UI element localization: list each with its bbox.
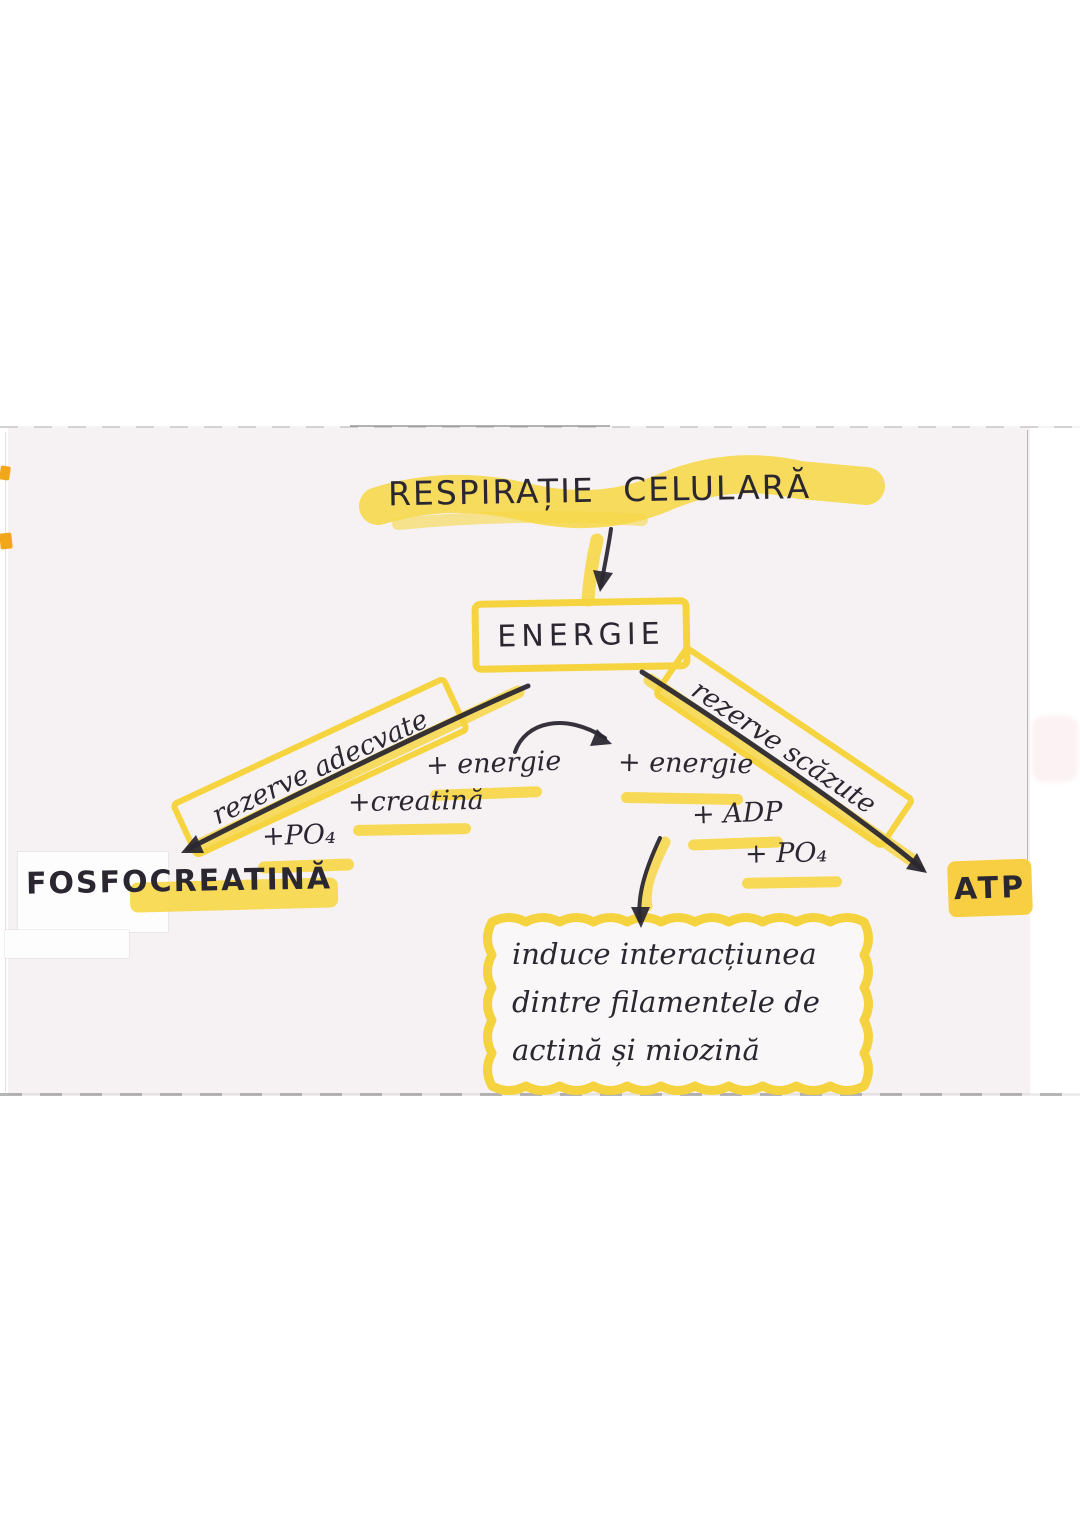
fosfocreatina-label: FOSFOCREATINĂ <box>25 861 333 902</box>
note-bubble-line: induce interacțiunea <box>512 937 817 971</box>
card-left-crease <box>5 432 6 1092</box>
atp-node-label: ATP <box>953 869 1027 907</box>
underline-highlight <box>352 822 472 837</box>
left-input-creatina: +creatină <box>347 784 484 819</box>
card-top-edge <box>0 426 1080 428</box>
right-input-po4: + PO₄ <box>744 837 828 870</box>
card-bottom-edge <box>0 1093 1080 1096</box>
card-right-edge <box>1027 430 1028 868</box>
note-bubble-line: dintre filamentele de <box>512 985 820 1019</box>
note-bubble-line: actină și miozină <box>512 1033 760 1067</box>
left-edge-mark <box>0 465 11 481</box>
faint-pink-smudge <box>1032 716 1078 782</box>
energie-node: ENERGIE <box>471 597 691 673</box>
atp-node: ATP <box>947 858 1033 918</box>
right-input-adp: + ADP <box>691 796 784 831</box>
right-input-energie: + energie <box>617 746 754 781</box>
correction-tape-patch <box>5 930 129 958</box>
card-top-edge-dark-segment <box>350 425 610 427</box>
left-input-energie: + energie <box>425 745 562 782</box>
left-input-po4: +PO₄ <box>261 818 337 853</box>
underline-highlight <box>741 876 843 889</box>
left-edge-mark <box>0 532 13 550</box>
note-bubble: induce interacțiunea dintre filamentele … <box>512 930 842 1074</box>
energie-node-label: ENERGIE <box>497 616 665 654</box>
